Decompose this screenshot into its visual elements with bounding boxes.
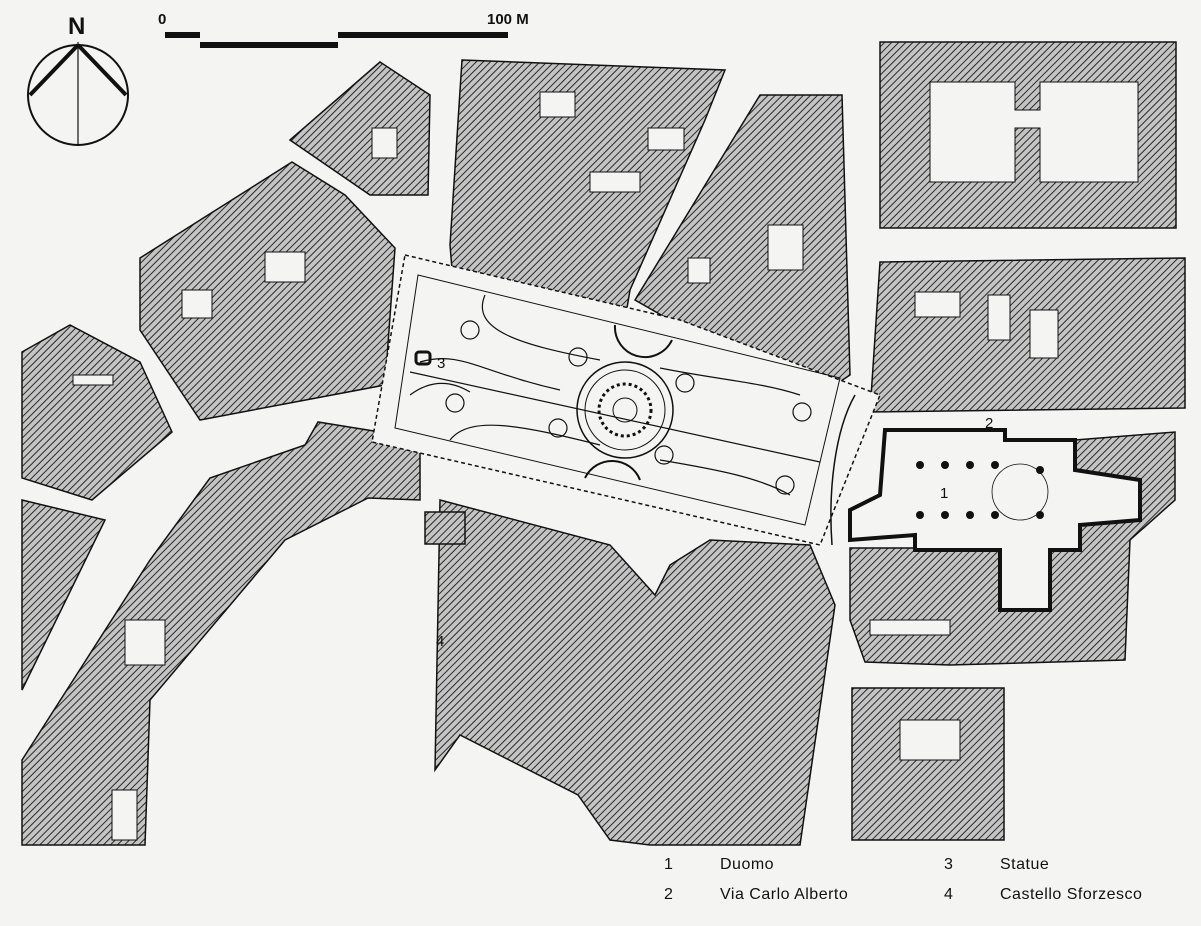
- statue-marker: [414, 350, 432, 366]
- duomo-plan: [848, 428, 1142, 612]
- map-legend: 1 Duomo 2 Via Carlo Alberto 3 Statue 4 C…: [658, 856, 1188, 916]
- legend-item-via-carlo-alberto: 2 Via Carlo Alberto: [664, 886, 848, 904]
- legend-label: Statue: [1000, 856, 1050, 873]
- legend-label: Castello Sforzesco: [1000, 886, 1143, 903]
- block-west-low: [21, 499, 107, 691]
- scale-start-label: 0: [158, 11, 166, 28]
- via-carlo-alberto-street: [830, 394, 856, 546]
- legend-number: 4: [944, 886, 954, 903]
- piazza-garden: [371, 254, 881, 546]
- label-castello-sforzesco: 4: [436, 633, 444, 650]
- block-se-small: [851, 687, 1005, 841]
- label-duomo: 1: [940, 485, 948, 502]
- block-nw-small: [288, 61, 431, 196]
- legend-item-castello-sforzesco: 4 Castello Sforzesco: [944, 886, 1142, 904]
- block-southwest-strip: [21, 421, 421, 846]
- north-arrow-icon: N: [27, 13, 129, 146]
- courtyards: [72, 81, 1139, 841]
- block-east-mid: [869, 257, 1186, 413]
- flower-beds: [445, 320, 812, 495]
- block-west-mid: [139, 161, 396, 421]
- legend-number: 2: [664, 886, 674, 903]
- block-north-center: [449, 59, 727, 321]
- label-statue: 3: [437, 355, 445, 372]
- central-fountain: [576, 361, 674, 459]
- scale-bar: 0 100 M: [158, 11, 529, 48]
- legend-number: 3: [944, 856, 954, 873]
- legend-item-duomo: 1 Duomo: [664, 856, 774, 874]
- block-far-west: [21, 324, 173, 501]
- building-blocks: [21, 41, 1186, 846]
- legend-item-statue: 3 Statue: [944, 856, 1049, 874]
- legend-label: Duomo: [720, 856, 775, 873]
- scale-end-label: 100 M: [487, 11, 529, 28]
- block-south-center: [434, 499, 836, 846]
- legend-number: 1: [664, 856, 674, 873]
- label-via-carlo-alberto: 2: [985, 415, 993, 432]
- north-label: N: [68, 13, 85, 40]
- legend-label: Via Carlo Alberto: [720, 886, 849, 903]
- monument-marker: [424, 511, 466, 545]
